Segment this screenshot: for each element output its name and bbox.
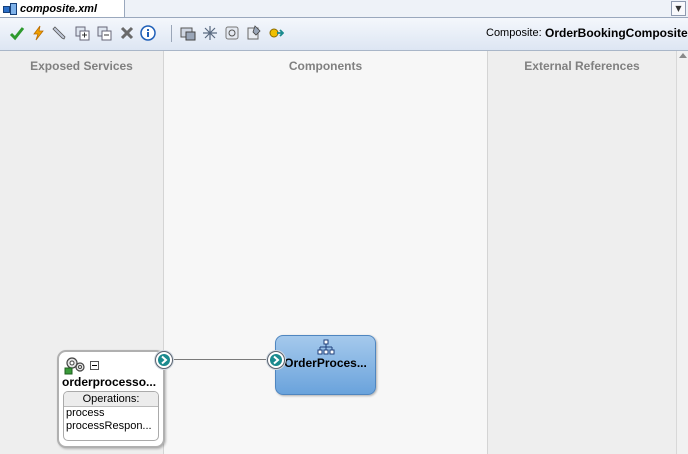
validate-check-icon[interactable] — [9, 25, 25, 41]
component-name: OrderProces... — [284, 356, 367, 370]
swimlane-title: External References — [524, 59, 640, 73]
service-name: orderprocesso... — [62, 375, 157, 389]
service-to-component-wire[interactable] — [170, 359, 266, 360]
gears-service-icon — [64, 357, 85, 375]
bpel-component-node[interactable]: OrderProces... — [267, 335, 376, 395]
exposed-service-node[interactable]: orderprocesso... Operations: process pro… — [57, 350, 173, 448]
toolbar-separator — [171, 25, 172, 42]
pen-icon[interactable] — [52, 25, 68, 41]
operations-header: Operations: — [64, 392, 158, 407]
collapse-toggle-icon[interactable] — [90, 361, 99, 370]
process-tree-icon — [317, 339, 335, 355]
copy-icon[interactable] — [96, 25, 112, 41]
snowflake-icon[interactable] — [202, 25, 218, 41]
port-arrow-icon — [270, 354, 282, 366]
info-icon[interactable] — [140, 25, 156, 41]
refresh-icon[interactable] — [224, 25, 240, 41]
tab-list-dropdown-icon[interactable]: ▼ — [671, 1, 686, 16]
vertical-scrollbar[interactable] — [676, 51, 688, 454]
composite-name: OrderBookingComposite — [545, 26, 688, 40]
scroll-up-arrow-icon[interactable] — [679, 53, 687, 58]
port-arrow-icon — [158, 354, 170, 366]
composite-file-icon — [3, 2, 17, 15]
delete-icon[interactable] — [119, 25, 135, 41]
service-reference-port[interactable] — [155, 351, 173, 369]
swimlane-title: Components — [288, 59, 363, 73]
component-service-port[interactable] — [267, 351, 285, 369]
tab-composite-xml[interactable]: composite.xml — [0, 0, 125, 17]
add-icon[interactable] — [74, 25, 90, 41]
operation-item[interactable]: process — [66, 407, 105, 419]
swimlane-title: Exposed Services — [30, 59, 133, 73]
composite-canvas[interactable]: Exposed Services Components External Ref… — [0, 51, 688, 454]
operations-box: Operations: process processRespon... — [63, 391, 159, 441]
edit-icon[interactable] — [246, 25, 262, 41]
designer-toolbar: Composite: OrderBookingComposite — [0, 18, 688, 51]
swimlane-external-references: External References — [488, 51, 676, 454]
operation-item[interactable]: processRespon... — [66, 420, 152, 432]
tab-label: composite.xml — [20, 2, 98, 15]
deploy-icon[interactable] — [180, 25, 196, 41]
editor-tab-strip: composite.xml ▼ — [0, 0, 688, 18]
composite-label: Composite: — [486, 27, 542, 39]
test-icon[interactable] — [268, 25, 284, 41]
lightning-icon[interactable] — [31, 25, 47, 41]
